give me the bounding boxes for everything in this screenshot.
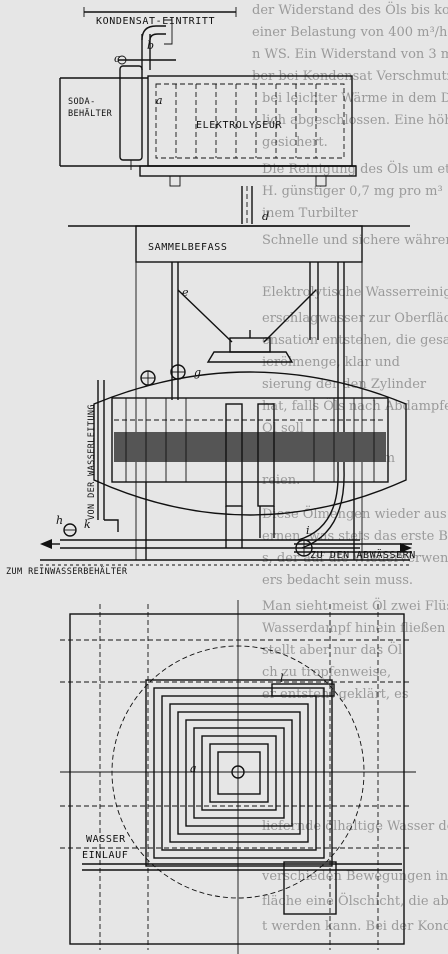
label-zum-reinwasserbehaelter: ZUM REINWASSERBEHÄLTER xyxy=(6,566,128,577)
bg-line: Öl soll xyxy=(262,419,304,436)
bg-line: verschieden Bewegungen in xyxy=(261,869,448,884)
electrolyzer xyxy=(59,75,357,187)
letter-a: a xyxy=(156,94,163,107)
bg-line: gesichert. xyxy=(262,135,328,150)
letter-k: k xyxy=(84,518,91,531)
valve-g xyxy=(170,364,186,380)
bg-line: lich abgeschlossen. Eine höhere Gewähr xyxy=(262,113,448,128)
label-elektrolyseur: ELEKTROLYSEUR xyxy=(196,120,282,131)
bg-line: H. günstiger 0,7 mg pro m³ xyxy=(262,184,443,199)
label-zu-den-abwaessern: ZU DEN ABWÄSSERN xyxy=(310,548,416,561)
letter-i: i xyxy=(306,524,310,537)
label-sammelbefass: SAMMELBEFASS xyxy=(148,242,227,253)
letter-e: e xyxy=(182,286,189,299)
bg-line: erschlagwasser zur Oberfläche xyxy=(262,311,448,326)
bg-line: Schnelle und sichere während des xyxy=(262,233,448,248)
water-supply-line xyxy=(63,380,119,537)
bg-line: Elektrolytische Wasserreinigung. xyxy=(262,285,448,300)
letter-b: b xyxy=(147,39,154,52)
bg-line: der Widerstand des Öls bis konnen xyxy=(252,1,448,18)
label-einlauf: EINLAUF xyxy=(82,850,128,861)
label-von-der-wasserleitung: VON DER WASSERLEITUNG xyxy=(87,404,97,520)
support-frame xyxy=(40,482,410,566)
cap-assembly xyxy=(206,330,294,363)
plan-view xyxy=(60,600,416,954)
bg-line: inem Turbilter xyxy=(262,206,358,221)
condensate-inlet-pipe xyxy=(83,7,237,70)
filter-media xyxy=(114,432,386,462)
bg-line: ers bedacht sein muss. xyxy=(262,573,413,588)
central-column xyxy=(241,186,253,224)
bg-line: Die Reinigung des Öls um etwa xyxy=(262,160,448,177)
letter-d: d xyxy=(262,210,269,223)
bg-line: ierölmenge, klar und xyxy=(262,355,400,370)
bg-line: reien. xyxy=(262,473,300,488)
bg-line: n WS. Ein Widerstand von 3 m WS und mehr xyxy=(252,47,448,62)
valve-f xyxy=(140,370,156,386)
bg-line: Diese Ölmengen wieder aus dem Kondensat xyxy=(262,505,448,522)
bg-line: hat, falls Öls nach Abdampfen xyxy=(262,397,448,414)
bg-line: t werden kann. Bei der Kondensation des … xyxy=(262,919,448,934)
bg-line: einer Belastung von 400 m³/h erreicht xyxy=(252,25,448,40)
letter-c: c xyxy=(114,52,120,65)
collecting-vessel xyxy=(68,225,410,560)
valve-i xyxy=(295,539,313,557)
letter-g: g xyxy=(194,366,201,379)
label-soda-1: SODA- xyxy=(68,97,96,107)
bg-line: ch zu tropfenweise, xyxy=(262,665,391,680)
bg-line: ernen, was stets das erste Bemühen jedes… xyxy=(262,529,448,544)
label-kondensat-eintritt: KONDENSAT-EINTRITT xyxy=(96,16,215,27)
label-wasser: WASSER xyxy=(86,834,126,845)
letter-l: l xyxy=(280,672,284,685)
bg-line: bei leichter Wärme in dem Dampf xyxy=(262,91,448,106)
bg-line: stellt aber nur das Öl xyxy=(262,641,402,658)
bg-line: er entsteht geklärt, es xyxy=(262,687,409,702)
letter-a-plan: a xyxy=(190,762,197,775)
bleed-through-text: der Widerstand des Öls bis konnen einer … xyxy=(252,1,448,934)
bg-line: Wasserdampf hinein fließen xyxy=(262,621,446,636)
label-soda-2: BEHÄLTER xyxy=(68,108,113,119)
filter-vessel xyxy=(93,371,407,516)
letter-h: h xyxy=(56,514,63,527)
bg-line: fläche eine Ölschicht, die abgelassen od… xyxy=(262,892,448,909)
soda-tank xyxy=(119,65,143,170)
bg-line: Man sieht meist Öl zwei Flüssig- xyxy=(262,597,448,614)
bg-line: ensation entstehen, die gesamte xyxy=(262,333,448,348)
